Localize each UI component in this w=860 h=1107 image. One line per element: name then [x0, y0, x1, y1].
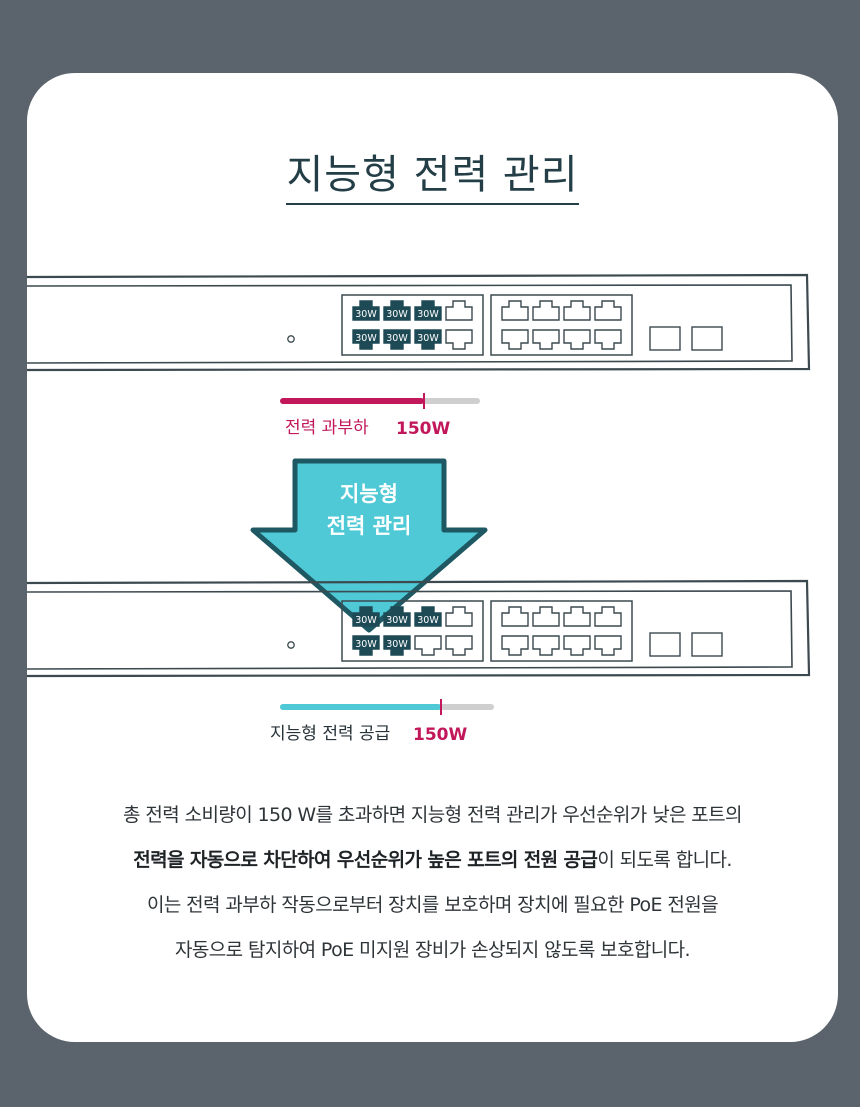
poe-port-lower-2 [383, 329, 411, 350]
description-line-3: 이는 전력 과부하 작동으로부터 장치를 보호하며 장치에 필요한 PoE 전원… [146, 894, 719, 916]
poe-port-upper-2-label: 30W [386, 309, 408, 320]
description-line-2-rest: 이 되도록 합니다. [597, 849, 732, 871]
port-upper-5 [501, 606, 529, 627]
poe-port-upper-1-label: 30W [355, 615, 377, 626]
poe-port-upper-3-label: 30W [417, 309, 439, 320]
poe-port-upper-4 [445, 300, 473, 321]
port-lower-5 [501, 329, 529, 350]
port-group [490, 600, 633, 662]
port-lower-8 [594, 635, 622, 656]
poe-port-lower-3-label: 30W [417, 333, 439, 344]
description-line-1: 총 전력 소비량이 150 W를 초과하면 지능형 전력 관리가 우선순위가 낮… [123, 804, 742, 826]
poe-port-lower-4 [445, 635, 473, 656]
port-lower-6 [532, 329, 560, 350]
sfp-port-1 [649, 632, 681, 657]
diagram: 30W 30W 30W 30W 30W 30W 전력 과부하 150W 지능형 전력 관리… [27, 273, 811, 745]
poe-port-lower-4 [445, 329, 473, 350]
switch-panel [27, 590, 793, 670]
poe-port-group [341, 294, 484, 356]
switch-chassis [27, 579, 811, 678]
description: 총 전력 소비량이 150 W를 초과하면 지능형 전력 관리가 우선순위가 낮… [27, 793, 838, 973]
port-upper-7 [563, 300, 591, 321]
switch-top: 30W 30W 30W 30W 30W 30W [27, 273, 811, 372]
poe-port-lower-1-label: 30W [355, 639, 377, 650]
power-bar-top-value: 150W [396, 419, 450, 439]
poe-port-upper-3 [414, 300, 442, 321]
content-card: 지능형 전력 관리 30W 30W 30W 30W 30W 30W 전력 과부하 150W… [27, 73, 838, 1042]
poe-port-upper-1 [352, 606, 380, 627]
port-lower-5 [501, 635, 529, 656]
description-line-2-bold: 전력을 자동으로 차단하여 우선순위가 높은 포트의 전원 공급 [133, 849, 598, 871]
port-lower-6 [532, 635, 560, 656]
poe-port-upper-1 [352, 300, 380, 321]
poe-port-lower-2-label: 30W [386, 639, 408, 650]
power-bar-top: 전력 과부하 150W [280, 393, 480, 439]
description-line-4: 자동으로 탐지하여 PoE 미지원 장비가 손상되지 않도록 보호합니다. [174, 939, 691, 961]
port-lower-7 [563, 635, 591, 656]
power-bar-bottom: 지능형 전력 공급 150W [270, 699, 494, 745]
port-upper-6 [532, 606, 560, 627]
port-upper-6 [532, 300, 560, 321]
poe-port-lower-1-label: 30W [355, 333, 377, 344]
sfp-port-2 [691, 326, 723, 351]
page-title: 지능형 전력 관리 [286, 151, 579, 205]
port-group [490, 294, 633, 356]
poe-port-group [341, 600, 484, 662]
poe-port-lower-1 [352, 329, 380, 350]
sfp-port-2 [691, 632, 723, 657]
description-line-2: 전력을 자동으로 차단하여 우선순위가 높은 포트의 전원 공급이 되도록 합니… [27, 838, 838, 883]
port-upper-8 [594, 300, 622, 321]
power-led-icon [287, 641, 295, 649]
switch-bottom: 30W 30W 30W 30W 30W [27, 579, 811, 678]
poe-port-upper-1-label: 30W [355, 309, 377, 320]
poe-port-lower-2 [383, 635, 411, 656]
poe-port-upper-2 [383, 300, 411, 321]
poe-port-lower-1 [352, 635, 380, 656]
arrow-label-line1: 지능형 [340, 482, 398, 506]
power-bar-top-label: 전력 과부하 [285, 418, 369, 438]
port-upper-5 [501, 300, 529, 321]
poe-port-upper-3-label: 30W [417, 615, 439, 626]
poe-port-upper-2 [383, 606, 411, 627]
poe-port-lower-3 [414, 635, 442, 656]
port-upper-8 [594, 606, 622, 627]
switch-panel [27, 284, 793, 364]
port-lower-8 [594, 329, 622, 350]
power-bar-bottom-value: 150W [413, 725, 467, 745]
port-lower-7 [563, 329, 591, 350]
power-bar-bottom-label: 지능형 전력 공급 [270, 724, 390, 744]
poe-port-lower-3 [414, 329, 442, 350]
poe-port-lower-2-label: 30W [386, 333, 408, 344]
arrow-intelligent-power: 지능형 전력 관리 [250, 458, 488, 633]
sfp-port-1 [649, 326, 681, 351]
port-upper-7 [563, 606, 591, 627]
poe-port-upper-3 [414, 606, 442, 627]
poe-port-upper-2-label: 30W [386, 615, 408, 626]
arrow-label-line2: 전력 관리 [327, 514, 412, 538]
poe-port-upper-4 [445, 606, 473, 627]
power-led-icon [287, 335, 295, 343]
switch-chassis [27, 273, 811, 372]
